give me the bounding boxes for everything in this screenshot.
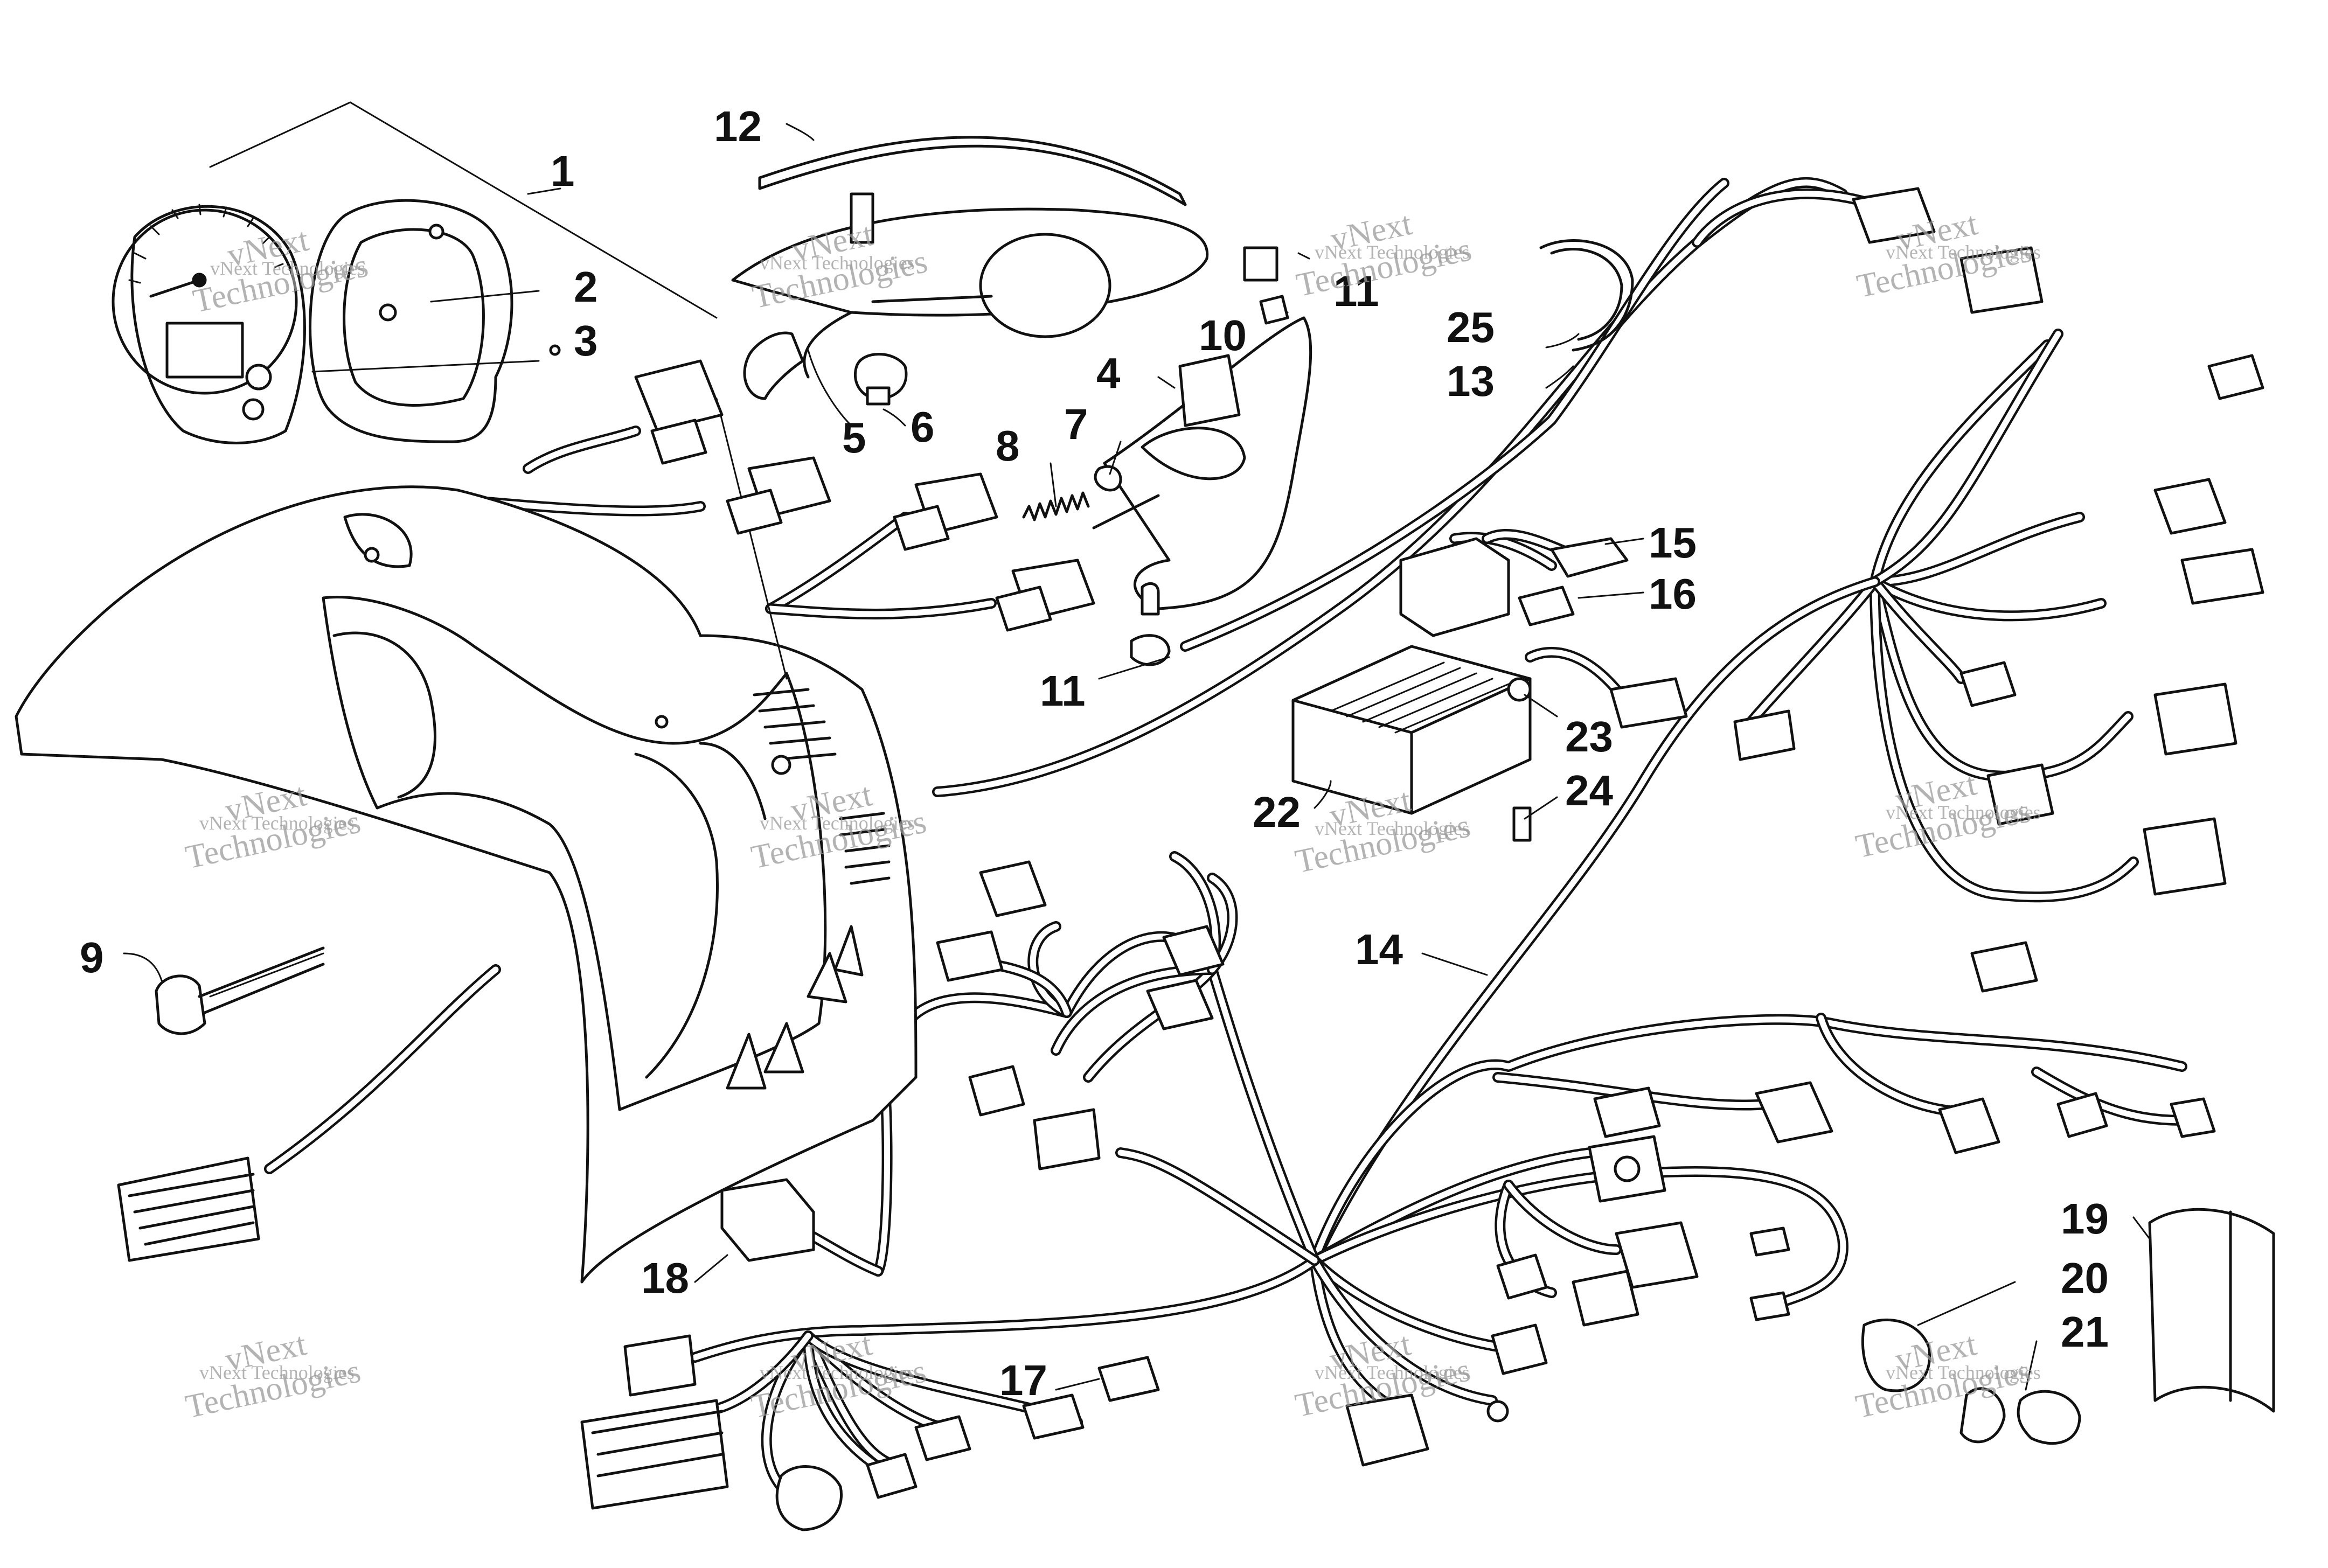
part-label: 1: [551, 147, 575, 195]
watermark-small: vNext Technologies: [1886, 241, 2041, 263]
part-label: 7: [1064, 400, 1088, 448]
watermark-small: vNext Technologies: [1886, 802, 2041, 823]
part-label: 20: [2061, 1254, 2109, 1302]
part-label: 6: [911, 403, 935, 451]
watermark-small: vNext Technologies: [1315, 241, 1470, 263]
part-label: 5: [842, 414, 866, 462]
watermark-small: vNext Technologies: [1886, 1362, 2041, 1383]
headlight-assembly: [715, 123, 1312, 680]
part-label: 16: [1649, 570, 1697, 618]
watermark-small: vNext Technologies: [199, 812, 355, 834]
leader-lines: [123, 333, 2151, 1391]
part-label: 10: [1199, 311, 1247, 359]
wire-harness: [264, 177, 2187, 1492]
part-labels: 1 2 3 4 5 6 7 8 9 10 11 11 12 13 14 15 1…: [80, 102, 2109, 1404]
heatsink-fins: [1330, 661, 1510, 734]
part-label: 2: [574, 263, 598, 311]
watermark-small: vNext Technologies: [760, 812, 915, 834]
watermark-small: vNext Technologies: [1315, 1362, 1470, 1383]
watermark-small: vNext Technologies: [199, 1362, 355, 1383]
part-label: 11: [1040, 667, 1086, 715]
adjuster-spring: [1022, 491, 1090, 521]
part-label: 23: [1565, 713, 1613, 761]
part-label: 22: [1253, 788, 1301, 836]
part-label: 19: [2061, 1195, 2109, 1243]
small-parts: [155, 239, 2275, 1445]
part-label: 12: [714, 102, 762, 150]
part-label: 3: [574, 317, 598, 365]
part-label: 25: [1447, 303, 1495, 351]
gauge-assembly: [112, 101, 718, 444]
part-label: 14: [1355, 925, 1403, 973]
part-label: 8: [996, 422, 1020, 470]
part-label: 11: [1333, 267, 1379, 315]
watermark-small: vNext Technologies: [210, 257, 365, 279]
dash-fairing: [15, 485, 918, 1284]
part-label: 21: [2061, 1308, 2109, 1356]
part-label: 18: [641, 1254, 689, 1302]
vent-slots: [753, 688, 891, 885]
part-label: 17: [999, 1356, 1047, 1404]
part-label: 13: [1447, 357, 1495, 405]
watermark-small: vNext Technologies: [1315, 818, 1470, 839]
part-label: 24: [1565, 766, 1613, 814]
watermark-small: vNext Technologies: [760, 252, 915, 274]
part-label: 15: [1649, 519, 1697, 567]
watermark-small: vNext Technologies: [760, 1362, 915, 1383]
connectors: [117, 187, 2264, 1531]
gauge-ticks: [128, 204, 284, 284]
part-label: 9: [80, 933, 104, 981]
part-label: 4: [1096, 349, 1121, 397]
